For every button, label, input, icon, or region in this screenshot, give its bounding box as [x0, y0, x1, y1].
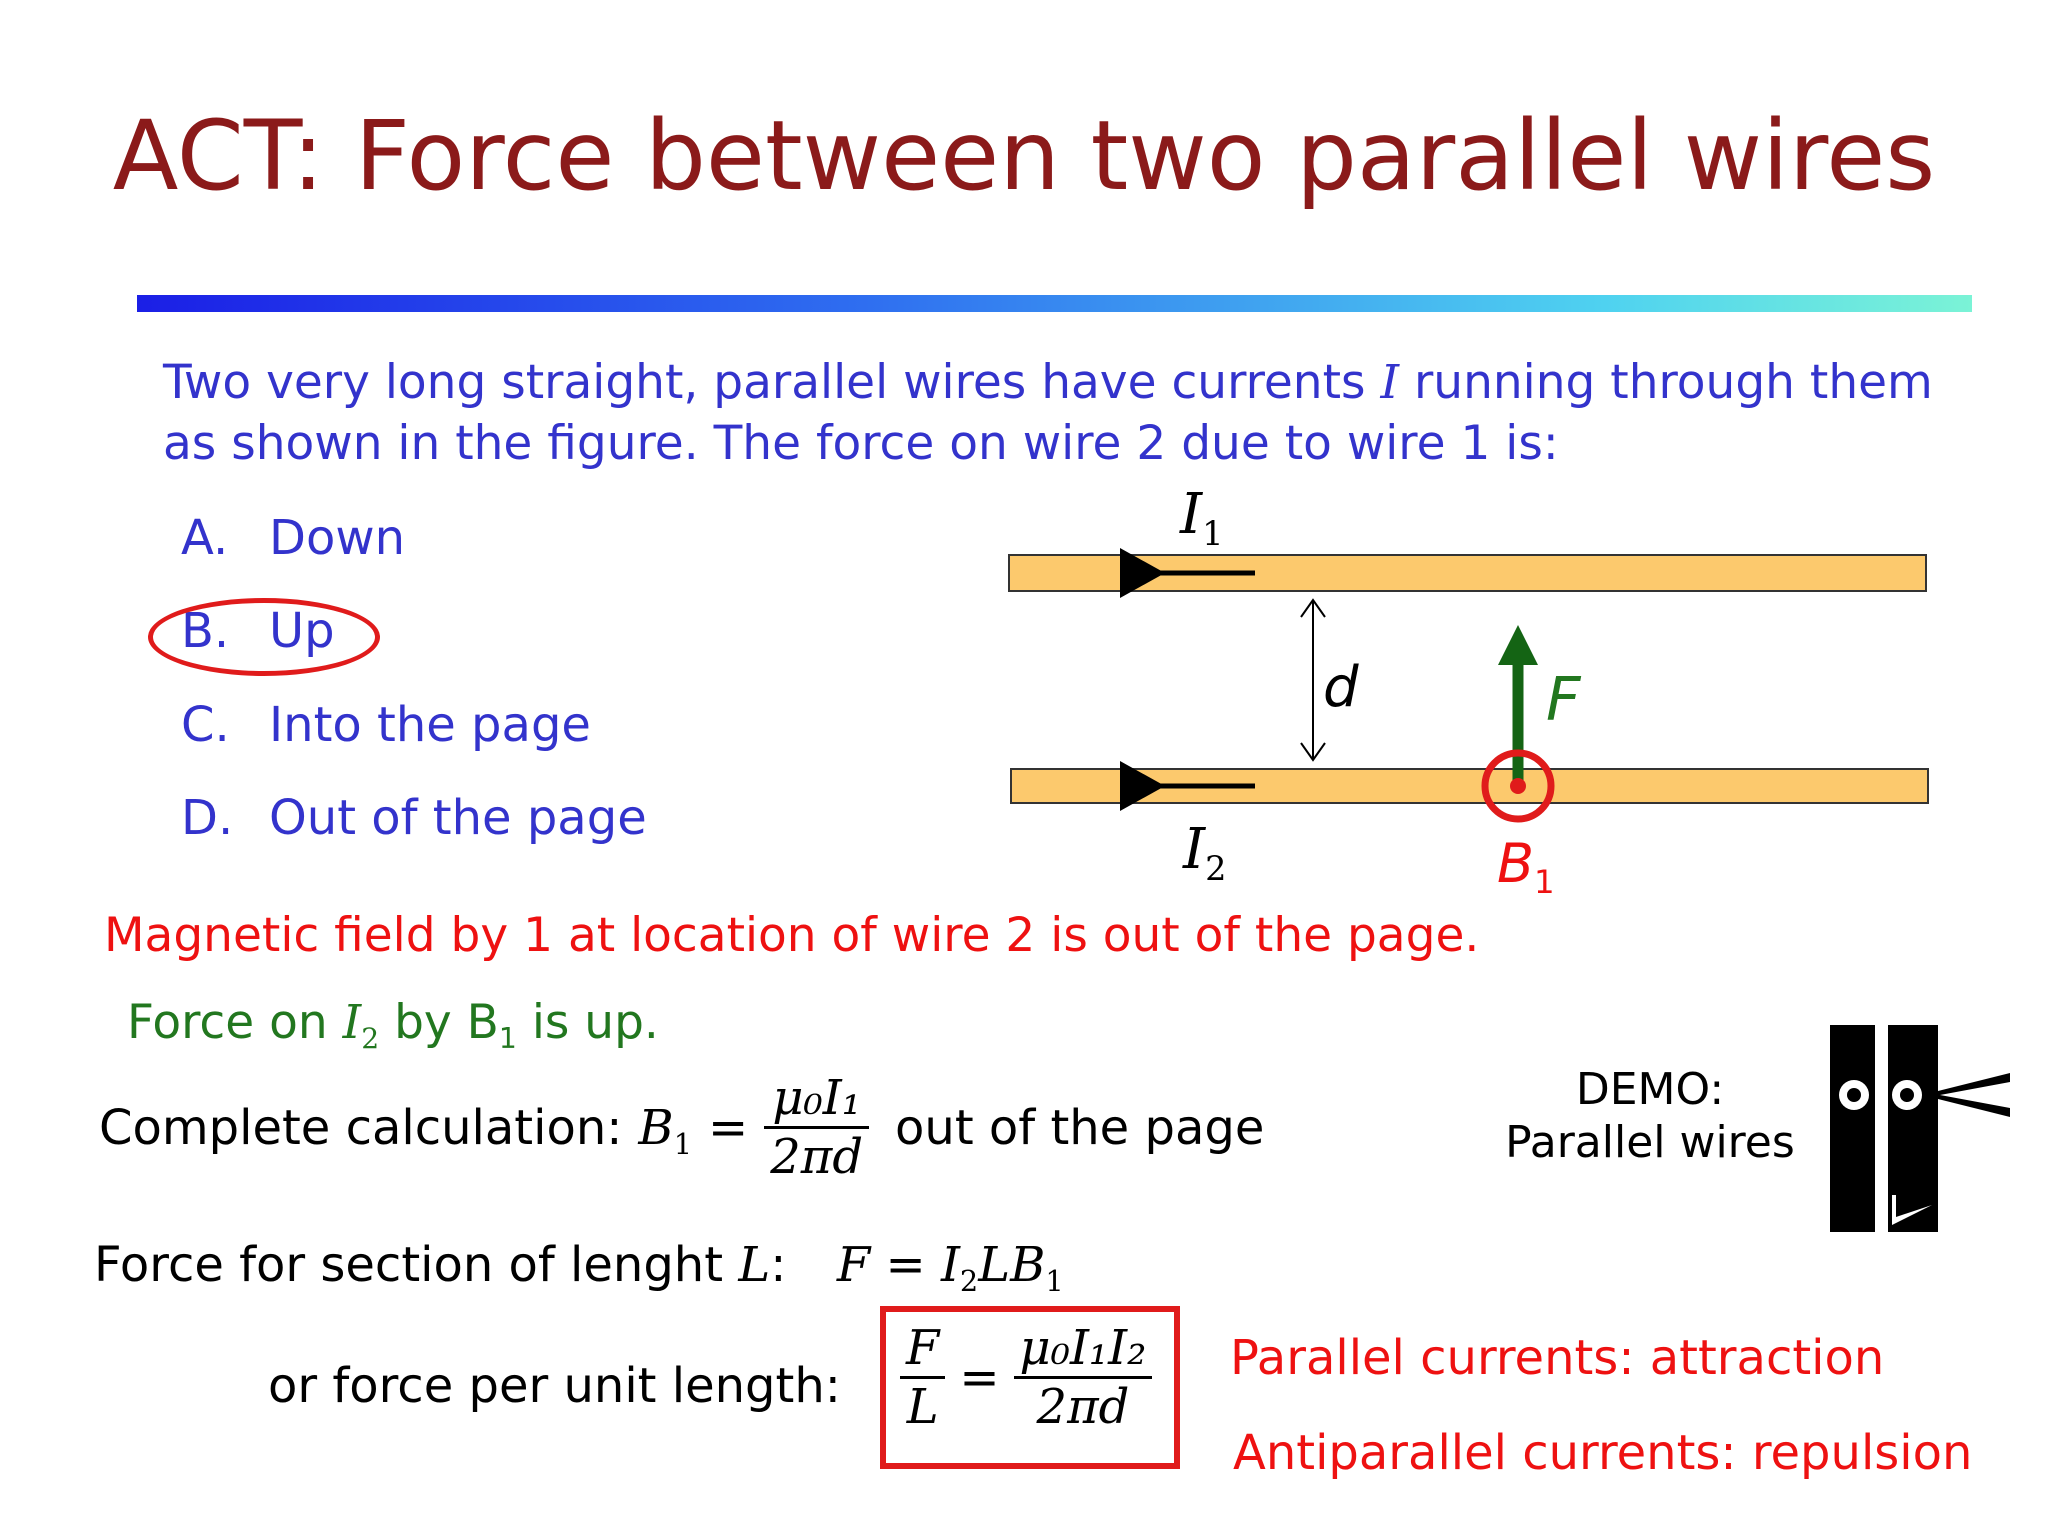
- demo-icon: [1830, 1025, 2010, 1232]
- wire-2-current-label: I2: [1183, 817, 1227, 888]
- demo-label: DEMO: Parallel wires: [1505, 1064, 1795, 1168]
- field-explanation: Magnetic field by 1 at location of wire …: [104, 908, 1480, 963]
- question-line2: as shown in the figure. The force on wir…: [163, 416, 1559, 471]
- calculation-row: Complete calculation: B1 = μ₀I₁ 2πd out …: [99, 1070, 1265, 1185]
- slide-title: ACT: Force between two parallel wires: [112, 100, 1936, 212]
- calc-lhs: B1: [638, 1099, 693, 1161]
- force-explanation: Force on I2 by B1 is up.: [127, 995, 659, 1055]
- boxed-formula: [880, 1306, 1180, 1469]
- antiparallel-conclusion: Antiparallel currents: repulsion: [1233, 1425, 1973, 1481]
- option-a[interactable]: A.Down: [181, 510, 406, 566]
- wire-2: [1010, 768, 1929, 804]
- force-section-row: Force for section of lenght L: F = I2LB1: [94, 1237, 1064, 1299]
- wire-1-current-label: I1: [1180, 482, 1224, 553]
- question-text: Two very long straight, parallel wires h…: [163, 352, 1933, 474]
- correct-answer-circle: [148, 598, 380, 676]
- wires-figure: [1008, 548, 1929, 823]
- separation-label: d: [1323, 655, 1359, 720]
- per-unit-label: or force per unit length:: [268, 1358, 841, 1414]
- b1-field-dot: [1510, 778, 1526, 794]
- question-line1: Two very long straight, parallel wires h…: [163, 355, 1933, 410]
- force-label: F: [1546, 665, 1581, 735]
- separation-arrow-bottom: [1300, 742, 1326, 762]
- per-unit-formula: F L = μ₀I₁I₂ 2πd: [900, 1320, 1153, 1435]
- wire-1: [1008, 554, 1927, 592]
- force-arrowhead: [1498, 625, 1538, 665]
- option-d[interactable]: D.Out of the page: [181, 790, 647, 846]
- calc-fraction: μ₀I₁ 2πd: [764, 1070, 870, 1185]
- b1-label: B1: [1497, 832, 1555, 902]
- parallel-conclusion: Parallel currents: attraction: [1230, 1330, 1885, 1386]
- title-underline-bar: [137, 295, 1972, 312]
- b1-field-symbol: [1481, 749, 1555, 823]
- separation-arrow-top: [1300, 598, 1326, 618]
- option-c[interactable]: C.Into the page: [181, 697, 591, 753]
